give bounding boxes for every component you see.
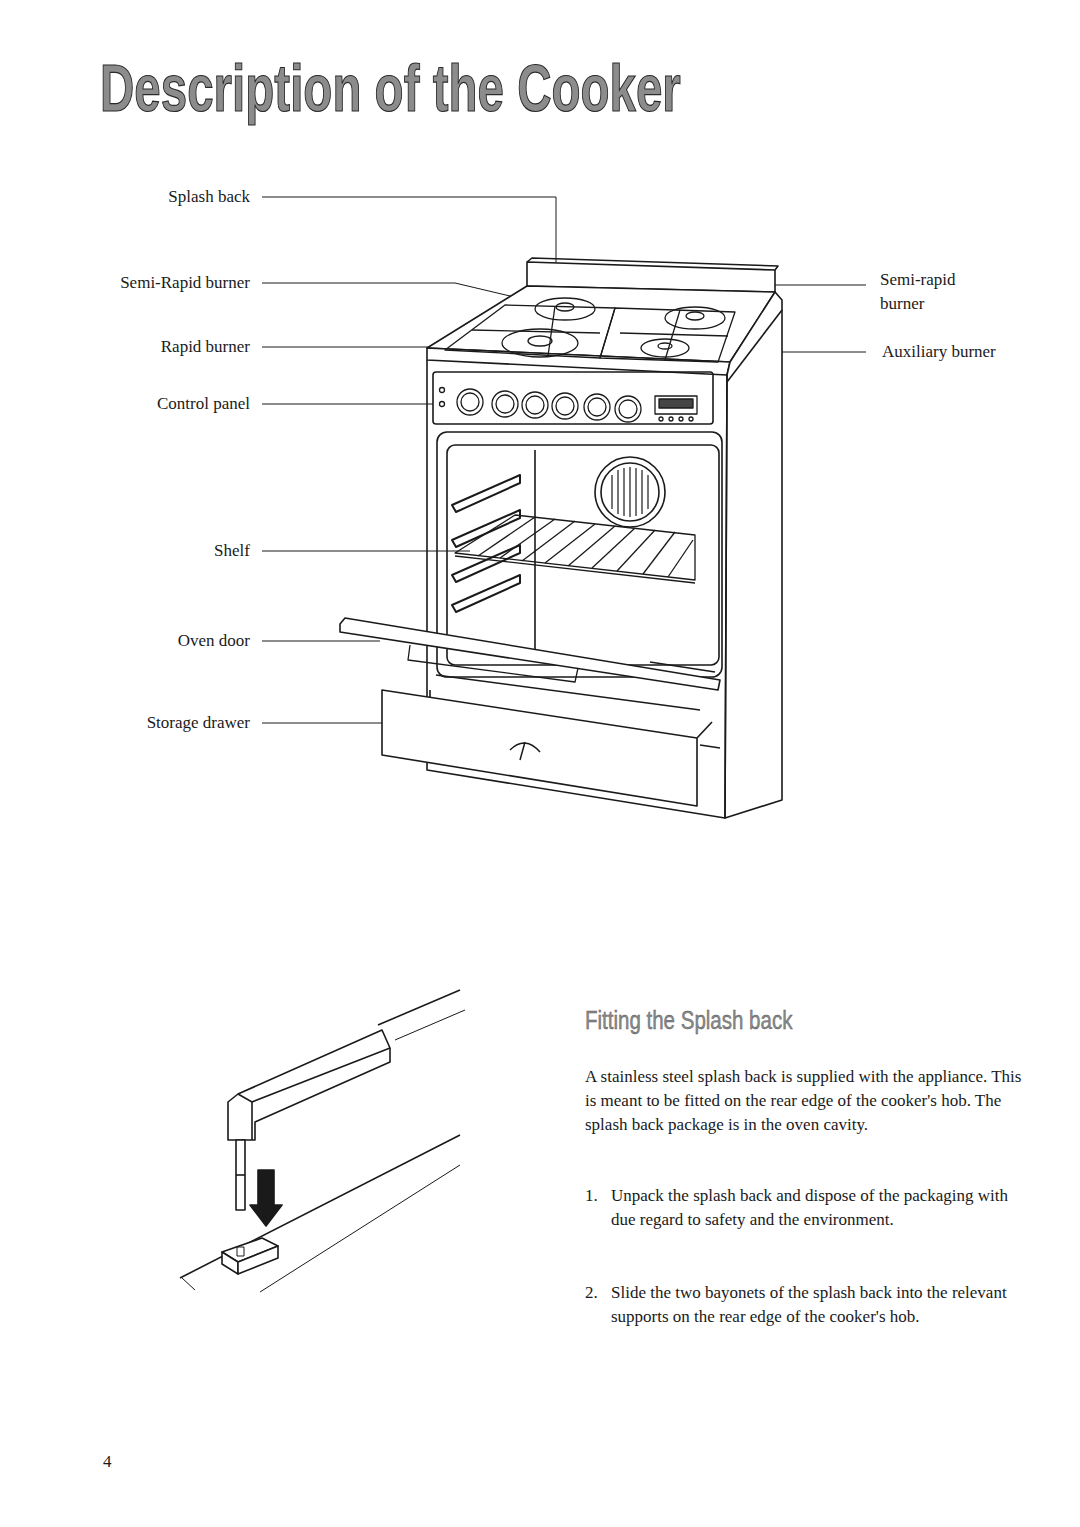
section-heading: Fitting the Splash back [585, 1005, 792, 1035]
part-label: Oven door [60, 629, 250, 653]
splash-back-fitting-detail [180, 990, 465, 1292]
cooker-body [340, 258, 782, 818]
part-label: Semi-Rapid burner [60, 271, 250, 295]
part-label: Splash back [60, 185, 250, 209]
list-number: 2. [585, 1281, 609, 1305]
list-item: Unpack the splash back and dispose of th… [611, 1184, 1021, 1232]
part-label: Storage drawer [60, 711, 250, 735]
part-label: Control panel [60, 392, 250, 416]
page-title: Description of the Cooker [100, 52, 681, 124]
part-label: Shelf [60, 539, 250, 563]
list-item: Slide the two bayonets of the splash bac… [611, 1281, 1021, 1329]
list-number: 1. [585, 1184, 609, 1208]
body-paragraph: A stainless steel splash back is supplie… [585, 1065, 1025, 1137]
part-label: Rapid burner [60, 335, 250, 359]
page-number: 4 [103, 1450, 133, 1474]
part-label: Semi-rapid burner [880, 268, 980, 316]
part-label: Auxiliary burner [882, 340, 1042, 364]
